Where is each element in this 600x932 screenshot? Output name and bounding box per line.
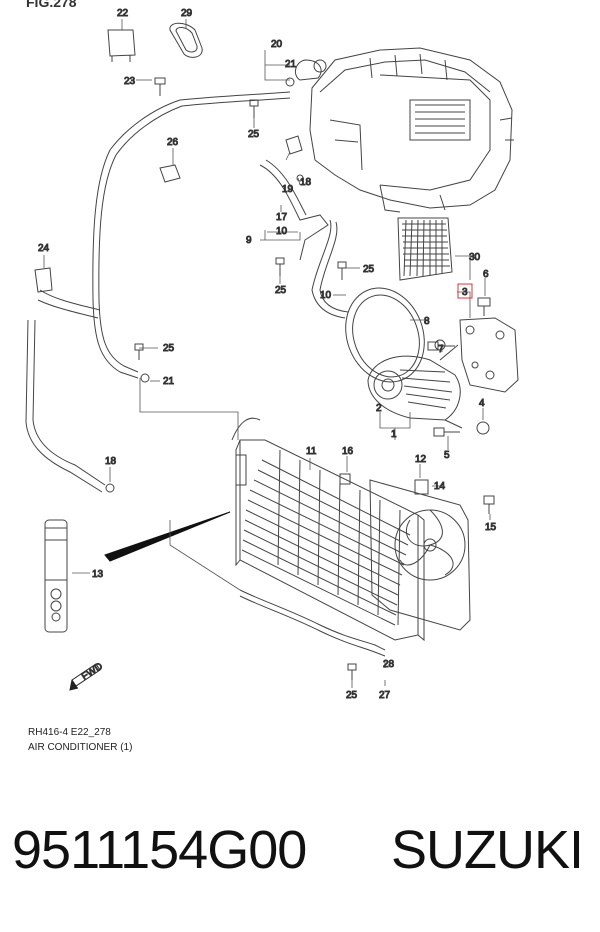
callout-9: 9	[246, 235, 252, 246]
figure-code: RH416-4 E22_278	[28, 727, 111, 738]
callout-19: 19	[282, 184, 294, 195]
callout-14: 14	[434, 481, 446, 492]
callout-1: 1	[391, 429, 397, 440]
callout-17: 17	[276, 212, 288, 223]
figure-title: AIR CONDITIONER (1)	[28, 742, 133, 753]
callout-26: 26	[167, 137, 179, 148]
part-number: 9511154G00	[12, 820, 307, 880]
callout-5: 5	[444, 450, 450, 461]
callout-24: 24	[38, 243, 50, 254]
compressor-bracket	[459, 317, 519, 393]
evaporator-unit	[294, 47, 514, 213]
fwd-label: FWD	[80, 661, 105, 683]
callout-6: 6	[483, 269, 489, 280]
callout-4: 4	[479, 398, 485, 409]
condenser	[235, 439, 425, 642]
callout-18-left: 18	[105, 456, 117, 467]
compressor	[345, 287, 463, 429]
product-info-band	[0, 780, 600, 932]
callout-10-a: 10	[276, 226, 288, 237]
callout-20: 20	[271, 39, 283, 50]
refrigerant-pipes	[25, 91, 386, 657]
callout-3: 3	[462, 287, 468, 298]
callout-13: 13	[92, 569, 104, 580]
reference-arrow	[104, 511, 231, 562]
fwd-marker: FWD	[69, 661, 105, 691]
callout-18-top: 18	[300, 177, 312, 188]
callout-11: 11	[306, 446, 317, 457]
callout-28: 28	[383, 659, 395, 670]
callout-labels: 22 29 23 20 21 25 26 19 18 17 10 9 24 25…	[38, 8, 498, 702]
callout-25-a: 25	[248, 129, 260, 140]
callout-15: 15	[485, 522, 497, 533]
callout-16: 16	[342, 446, 354, 457]
receiver-drier	[44, 519, 68, 633]
dashed-reference-line	[169, 520, 241, 591]
callout-7: 7	[438, 344, 444, 355]
brand-name: SUZUKI	[391, 820, 584, 880]
callout-27: 27	[379, 690, 391, 701]
callout-25-c: 25	[363, 264, 375, 275]
callout-10-b: 10	[320, 290, 332, 301]
fan-shroud	[369, 479, 471, 631]
callout-30: 30	[469, 252, 481, 263]
callout-25-d: 25	[163, 343, 175, 354]
highlight-box	[457, 283, 473, 299]
callout-21-mid: 21	[163, 376, 175, 387]
callout-25-e: 25	[346, 690, 358, 701]
callout-21-top: 21	[285, 59, 297, 70]
parts-diagram: FWD 22 29 23 20 21 25 26 19 18 17 10 9 2…	[25, 8, 519, 702]
callout-25-b: 25	[275, 285, 287, 296]
callout-2: 2	[376, 403, 382, 414]
cabin-air-filter	[397, 217, 453, 281]
callout-29: 29	[181, 8, 193, 19]
fittings-and-bolts	[34, 22, 495, 680]
callout-22: 22	[117, 8, 129, 19]
figure-label: FIG.278	[26, 0, 77, 10]
leader-lines	[43, 19, 491, 688]
callout-8: 8	[424, 316, 430, 327]
callout-23: 23	[124, 76, 136, 87]
callout-12: 12	[415, 454, 427, 465]
